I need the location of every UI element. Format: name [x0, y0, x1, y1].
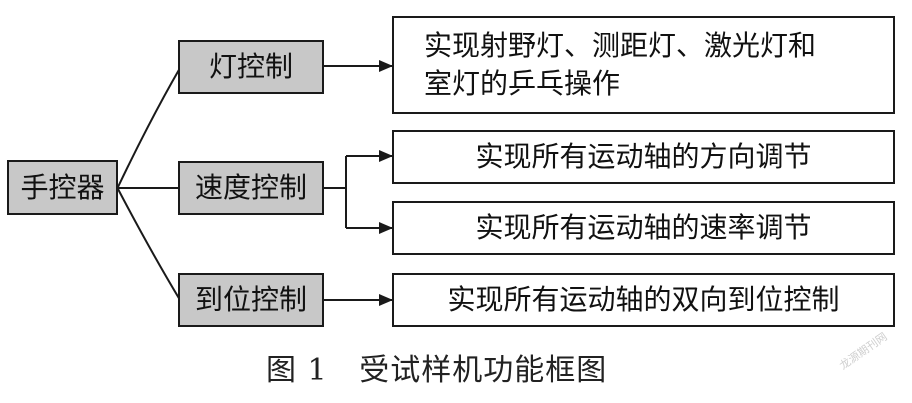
speed-control-node: 速度控制 — [178, 161, 324, 215]
position-desc-label: 实现所有运动轴的双向到位控制 — [447, 283, 840, 317]
light-desc-line2: 室灯的乒乓操作 — [424, 67, 621, 100]
figure-caption: 图 1 受试样机功能框图 — [266, 353, 608, 388]
position-desc-node: 实现所有运动轴的双向到位控制 — [392, 273, 895, 327]
light-control-node: 灯控制 — [178, 40, 324, 94]
light-desc-line1: 实现射野灯、测距灯、激光灯和 — [424, 29, 817, 63]
speed-direction-node: 实现所有运动轴的方向调节 — [392, 130, 895, 184]
edge-root-light — [117, 67, 181, 188]
position-control-label: 到位控制 — [194, 283, 307, 317]
light-desc-node: 实现射野灯、测距灯、激光灯和 室灯的乒乓操作 — [392, 16, 895, 114]
speed-rate-label: 实现所有运动轴的速率调节 — [475, 211, 812, 245]
light-control-label: 灯控制 — [208, 50, 293, 84]
speed-direction-label: 实现所有运动轴的方向调节 — [475, 140, 812, 174]
root-node-label: 手控器 — [20, 170, 105, 204]
root-node: 手控器 — [7, 160, 118, 215]
position-control-node: 到位控制 — [178, 273, 324, 327]
speed-rate-node: 实现所有运动轴的速率调节 — [392, 201, 895, 255]
edge-root-position — [117, 188, 181, 301]
speed-control-label: 速度控制 — [194, 171, 307, 205]
